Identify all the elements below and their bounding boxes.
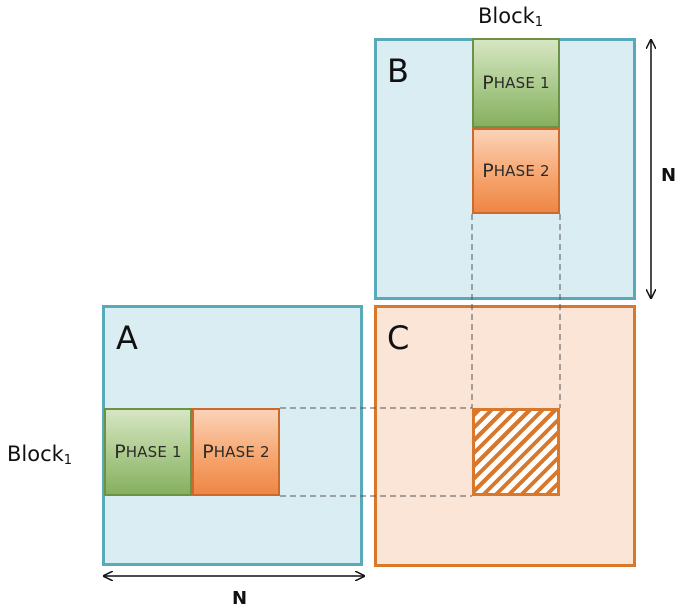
- block-label-left: Block1: [7, 442, 73, 468]
- block-label-top: Block1: [478, 4, 544, 30]
- matrix-c-label: C: [387, 319, 410, 357]
- dimension-label-horizontal: N: [232, 588, 248, 609]
- matrix-b-label: B: [387, 52, 409, 90]
- matrix-c-result-block: [472, 408, 560, 496]
- matrix-a-label: A: [116, 319, 138, 357]
- dimension-label-vertical: N: [661, 165, 677, 186]
